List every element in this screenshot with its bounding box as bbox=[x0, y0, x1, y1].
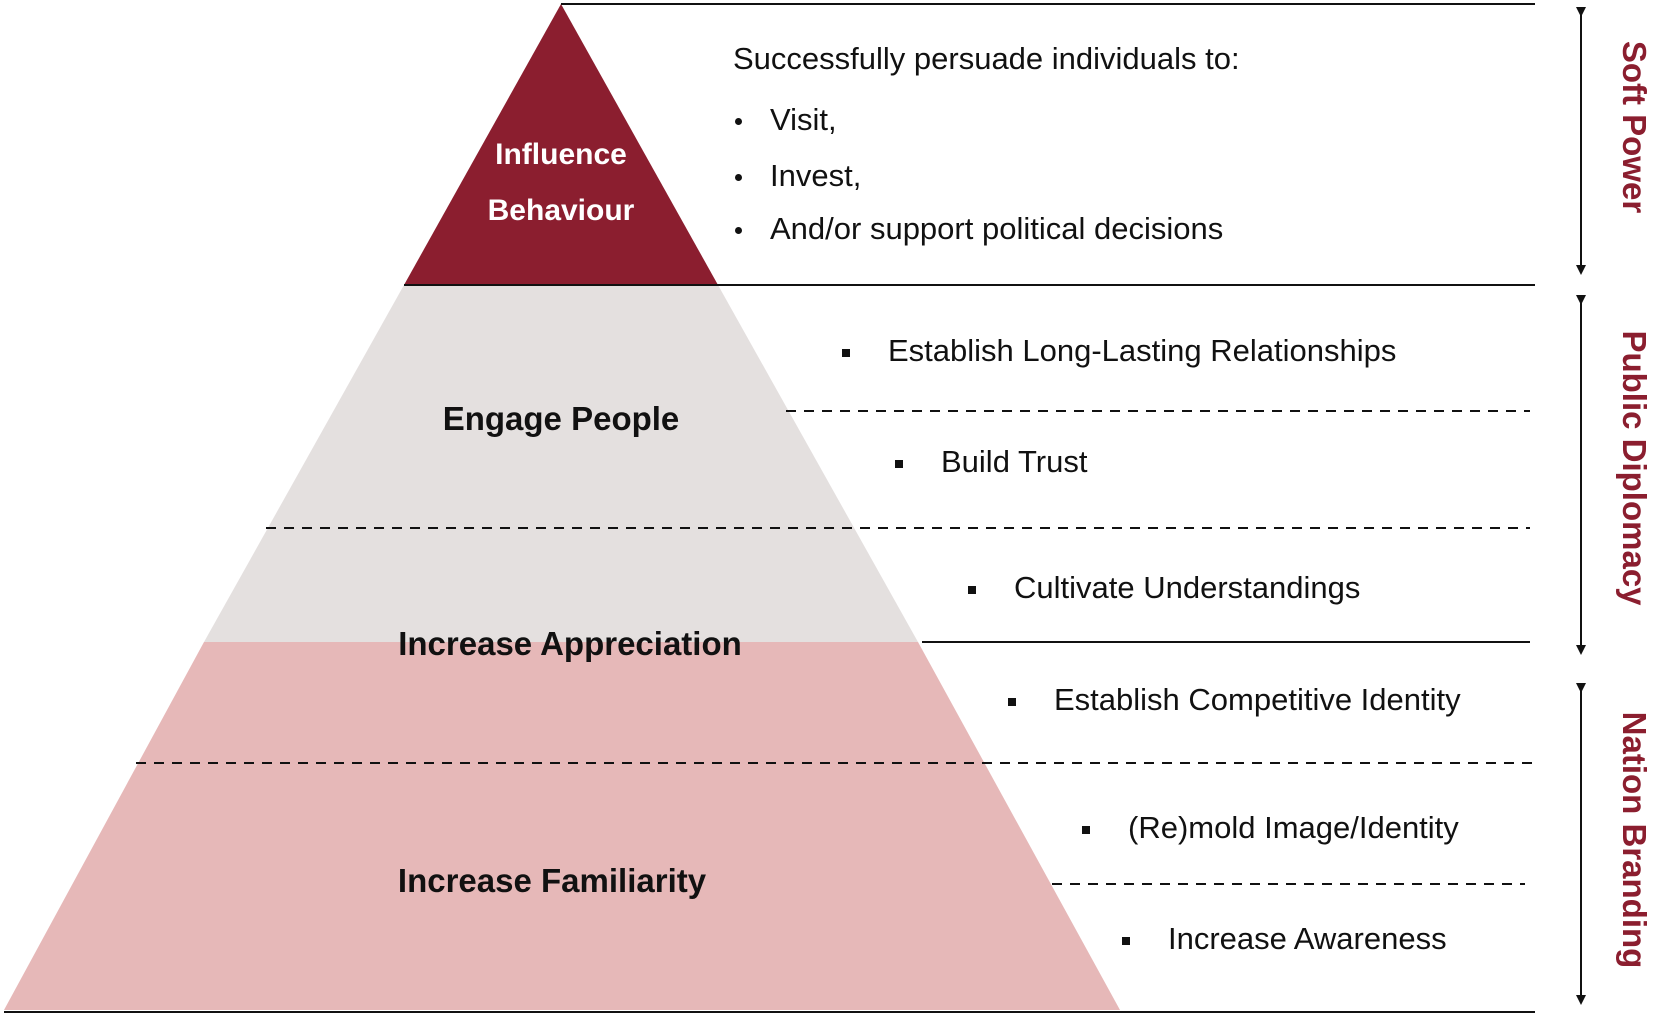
bullet-square-icon bbox=[968, 585, 976, 594]
top-bullet-support: And/or support political decisions bbox=[735, 211, 1223, 247]
top-bullet-text: Visit, bbox=[770, 102, 837, 137]
bullet-remold-image: (Re)mold Image/Identity bbox=[1082, 810, 1459, 846]
tier-familiarity-label: Increase Familiarity bbox=[397, 862, 707, 899]
top-bullet-text: And/or support political decisions bbox=[770, 211, 1224, 246]
bullet-text: Build Trust bbox=[941, 444, 1088, 479]
top-bullet-visit: Visit, bbox=[735, 102, 837, 138]
bullet-trust: Build Trust bbox=[895, 444, 1087, 480]
bullet-square-icon bbox=[1082, 825, 1090, 834]
bullet-dot-icon bbox=[735, 174, 742, 182]
tier-influence-line1: Influence bbox=[495, 138, 627, 171]
tier-appreciation-label: Increase Appreciation bbox=[398, 625, 742, 662]
bullet-understandings: Cultivate Understandings bbox=[968, 570, 1360, 606]
side-label-public-diplomacy: Public Diplomacy bbox=[1616, 330, 1653, 606]
side-label-soft-power: Soft Power bbox=[1616, 40, 1653, 214]
bullet-awareness: Increase Awareness bbox=[1122, 921, 1447, 957]
bullet-relationships: Establish Long-Lasting Relationships bbox=[842, 333, 1396, 369]
bullet-square-icon bbox=[1122, 936, 1130, 945]
side-label-nation-branding: Nation Branding bbox=[1616, 711, 1653, 969]
bullet-competitive-identity: Establish Competitive Identity bbox=[1008, 682, 1461, 718]
bullet-square-icon bbox=[842, 348, 850, 357]
bullet-square-icon bbox=[1008, 697, 1016, 706]
bullet-text: Establish Long-Lasting Relationships bbox=[888, 333, 1397, 368]
bullet-dot-icon bbox=[735, 227, 742, 235]
top-bullet-text: Invest, bbox=[770, 158, 862, 193]
top-bullet-invest: Invest, bbox=[735, 158, 861, 194]
bullet-text: Establish Competitive Identity bbox=[1054, 682, 1461, 717]
bullet-text: Increase Awareness bbox=[1168, 921, 1447, 956]
tier-influence-line2: Behaviour bbox=[487, 194, 635, 227]
intro-text: Successfully persuade individuals to: bbox=[733, 41, 1240, 76]
tier-influence-fill bbox=[404, 4, 718, 285]
bullet-square-icon bbox=[895, 459, 903, 468]
tier-engage-label: Engage People bbox=[442, 400, 680, 437]
tier-influence-label: Influence Behaviour bbox=[488, 127, 635, 239]
bullet-dot-icon bbox=[735, 118, 742, 126]
bullet-text: (Re)mold Image/Identity bbox=[1128, 810, 1459, 845]
tier-familiarity-fill bbox=[4, 642, 1120, 1010]
tier-gray-fill bbox=[204, 285, 918, 642]
bullet-text: Cultivate Understandings bbox=[1014, 570, 1361, 605]
